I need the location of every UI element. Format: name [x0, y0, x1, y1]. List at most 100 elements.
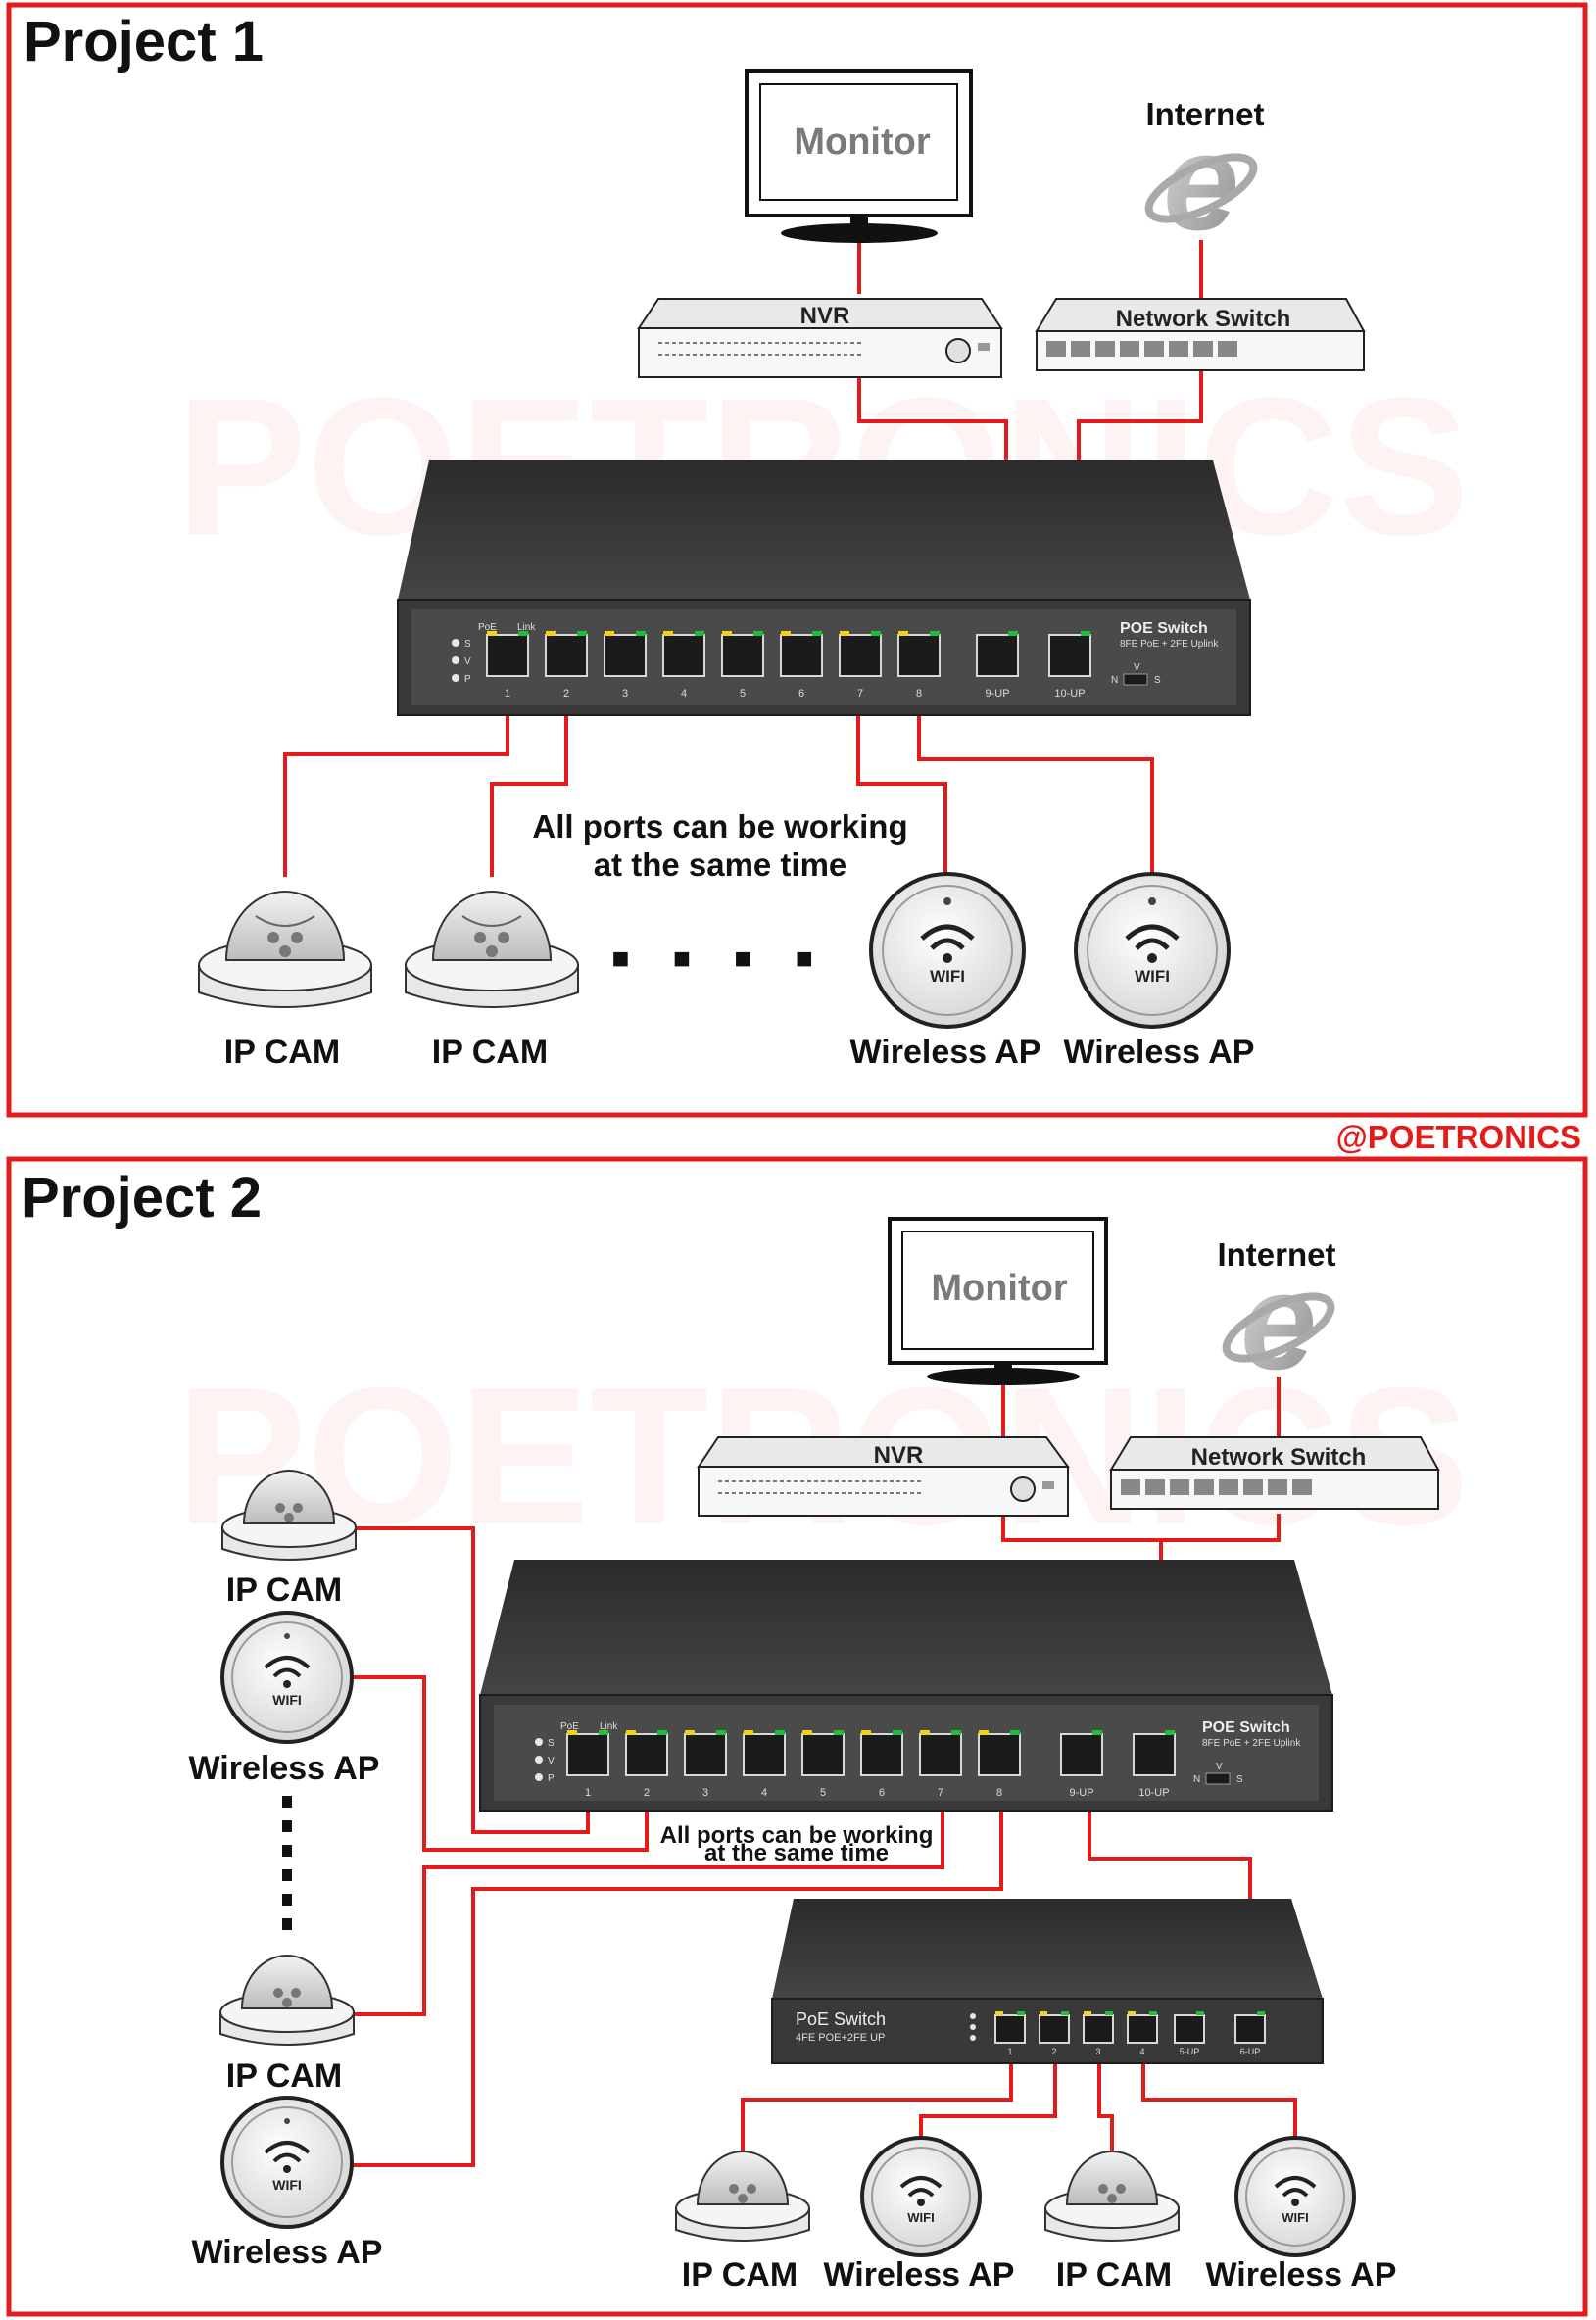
p1-mode-s: S — [1154, 675, 1161, 686]
poe-switch-2-name: POE Switch — [1202, 1719, 1290, 1736]
p1-link-header: Link — [517, 622, 536, 633]
wire-port7-ap — [856, 701, 947, 882]
wireless-ap-2: WIFI — [1074, 872, 1231, 1029]
p1-uplink-10: 10-UP — [1054, 688, 1085, 700]
p1-led-label-v: V — [464, 656, 471, 667]
poe-switch-2-port-leds — [567, 1730, 1175, 1735]
small-switch-name: PoE Switch — [796, 2009, 886, 2029]
p2-wire-ipcam-top — [353, 1526, 590, 1834]
ip-cam-1 — [198, 891, 372, 1008]
small-switch-port-numbers: 1 2 3 4 5-UP 6-UP — [1007, 2047, 1260, 2056]
p2-left-label-3: IP CAM — [226, 2057, 342, 2095]
p2-uplink-9: 9-UP — [1069, 1787, 1093, 1799]
p2-mode-toggle — [1205, 1772, 1231, 1785]
poe-switch-2-ports — [566, 1733, 1176, 1776]
wifi-badge-6: WIFI — [1282, 2210, 1308, 2225]
project2-frame — [6, 1156, 1588, 2317]
p2-bottom-label-2: Wireless AP — [824, 2256, 1015, 2294]
p2-port-num-1: 1 — [585, 1787, 591, 1799]
p2-port-num-2: 2 — [644, 1787, 650, 1799]
wire-port1-ipcam — [283, 701, 509, 877]
p1-device-label-3: Wireless AP — [850, 1034, 1041, 1071]
p2-wire-ap-bottom — [353, 1788, 1003, 2167]
internet-2: Internet e — [1217, 1236, 1335, 1398]
project1-title: Project 1 — [24, 10, 264, 73]
p2-bottom-ip-cam-1 — [675, 2151, 810, 2242]
p2-bottom-wireless-ap-1: WIFI — [860, 2136, 982, 2257]
p2-wire-ipcam-bottom — [353, 1788, 944, 2016]
p1-port-num-7: 7 — [857, 688, 863, 700]
poe-switch-2-port-numbers: 1 2 3 4 5 6 7 8 9-UP 10-UP — [585, 1787, 1170, 1799]
poe-switch-1-ports — [486, 634, 1091, 677]
wifi-badge-3: WIFI — [272, 1692, 302, 1708]
ip-cam-2 — [405, 891, 579, 1008]
p1-port-num-3: 3 — [622, 688, 628, 700]
small-switch-spec: 4FE POE+2FE UP — [796, 2032, 885, 2044]
internet-1: Internet e — [1144, 96, 1265, 259]
project2-title: Project 2 — [22, 1166, 262, 1230]
p2-link-header: Link — [600, 1721, 618, 1732]
p2-left-wireless-ap-2: WIFI — [220, 2096, 354, 2229]
p2-bottom-ip-cam-2 — [1044, 2151, 1180, 2242]
p1-mode-n: N — [1111, 675, 1118, 686]
p2-led-label-p: P — [548, 1773, 555, 1784]
p2-wire-small-port3 — [1097, 2043, 1114, 2170]
p1-poe-header: PoE — [478, 622, 497, 633]
nvr-2: NVR — [697, 1436, 1070, 1517]
p2-left-wireless-ap-1: WIFI — [220, 1611, 354, 1744]
p2-left-vertical-ellipsis — [282, 1796, 292, 1930]
p2-port-num-4: 4 — [761, 1787, 767, 1799]
poe-switch-1-spec: 8FE PoE + 2FE Uplink — [1120, 639, 1219, 650]
p2-wire-small-port4 — [1141, 2043, 1297, 2160]
p1-port-num-5: 5 — [740, 688, 746, 700]
p1-mode-toggle — [1123, 673, 1148, 686]
project1-note-line1: All ports can be working — [532, 808, 907, 845]
monitor-2: Monitor — [888, 1217, 1108, 1385]
p1-port-num-1: 1 — [505, 688, 510, 700]
network-switch-2-label: Network Switch — [1191, 1444, 1367, 1471]
wire-port8-ap — [917, 701, 1154, 882]
p2-bottom-label-1: IP CAM — [682, 2256, 798, 2294]
p2-port-num-7: 7 — [938, 1787, 943, 1799]
network-switch-2: Network Switch — [1109, 1436, 1440, 1510]
internet-2-label: Internet — [1217, 1236, 1335, 1273]
poe-switch-1-name: POE Switch — [1120, 620, 1208, 637]
p2-mode-s: S — [1236, 1774, 1243, 1785]
p2-bottom-wireless-ap-2: WIFI — [1234, 2136, 1356, 2257]
monitor-1: Monitor — [745, 69, 973, 243]
internet-1-label: Internet — [1145, 96, 1264, 132]
nvr-1: NVR — [637, 298, 1003, 378]
project1-ellipsis: ■ ■ ■ ■ — [611, 942, 831, 975]
wireless-ap-1: WIFI — [869, 872, 1026, 1029]
p2-wire-ap-top — [353, 1675, 649, 1852]
p2-port-num-6: 6 — [879, 1787, 885, 1799]
small-poe-switch: PoE Switch 4FE POE+2FE UP 1 2 3 4 5-UP 6… — [771, 1899, 1324, 2064]
p2-bottom-label-3: IP CAM — [1056, 2256, 1172, 2294]
project2-note-line2: at the same time — [704, 1840, 889, 1866]
internet-explorer-icon: e — [1144, 105, 1258, 259]
poe-switch-1: S V P PoE Link — [397, 460, 1251, 716]
p1-uplink-9: 9-UP — [985, 688, 1009, 700]
network-switch-2-ports — [1121, 1479, 1312, 1495]
project1-frame — [6, 2, 1588, 1118]
p1-device-label-2: IP CAM — [432, 1034, 548, 1071]
p2-wire-small-port1 — [741, 2043, 1013, 2165]
wifi-badge-4: WIFI — [272, 2177, 302, 2193]
p2-left-ip-cam-2 — [219, 1955, 355, 2046]
p2-left-label-1: IP CAM — [226, 1571, 342, 1609]
wire-port2-ipcam — [490, 701, 568, 877]
p2-wire-nvr-switch — [1001, 1509, 1281, 1542]
p1-device-label-4: Wireless AP — [1064, 1034, 1255, 1071]
p2-port-num-3: 3 — [702, 1787, 708, 1799]
internet-explorer-icon-2: e — [1222, 1244, 1335, 1398]
p1-port-num-4: 4 — [681, 688, 687, 700]
p1-device-label-1: IP CAM — [224, 1034, 340, 1071]
p2-led-label-v: V — [548, 1756, 555, 1766]
p2-mode-v: V — [1216, 1762, 1223, 1772]
small-port-num-3: 3 — [1095, 2047, 1100, 2056]
project2-wires — [353, 1377, 1297, 2170]
nvr-2-label: NVR — [874, 1442, 924, 1469]
p2-led-label-s: S — [548, 1738, 555, 1749]
small-switch-port-leds — [995, 2011, 1265, 2015]
